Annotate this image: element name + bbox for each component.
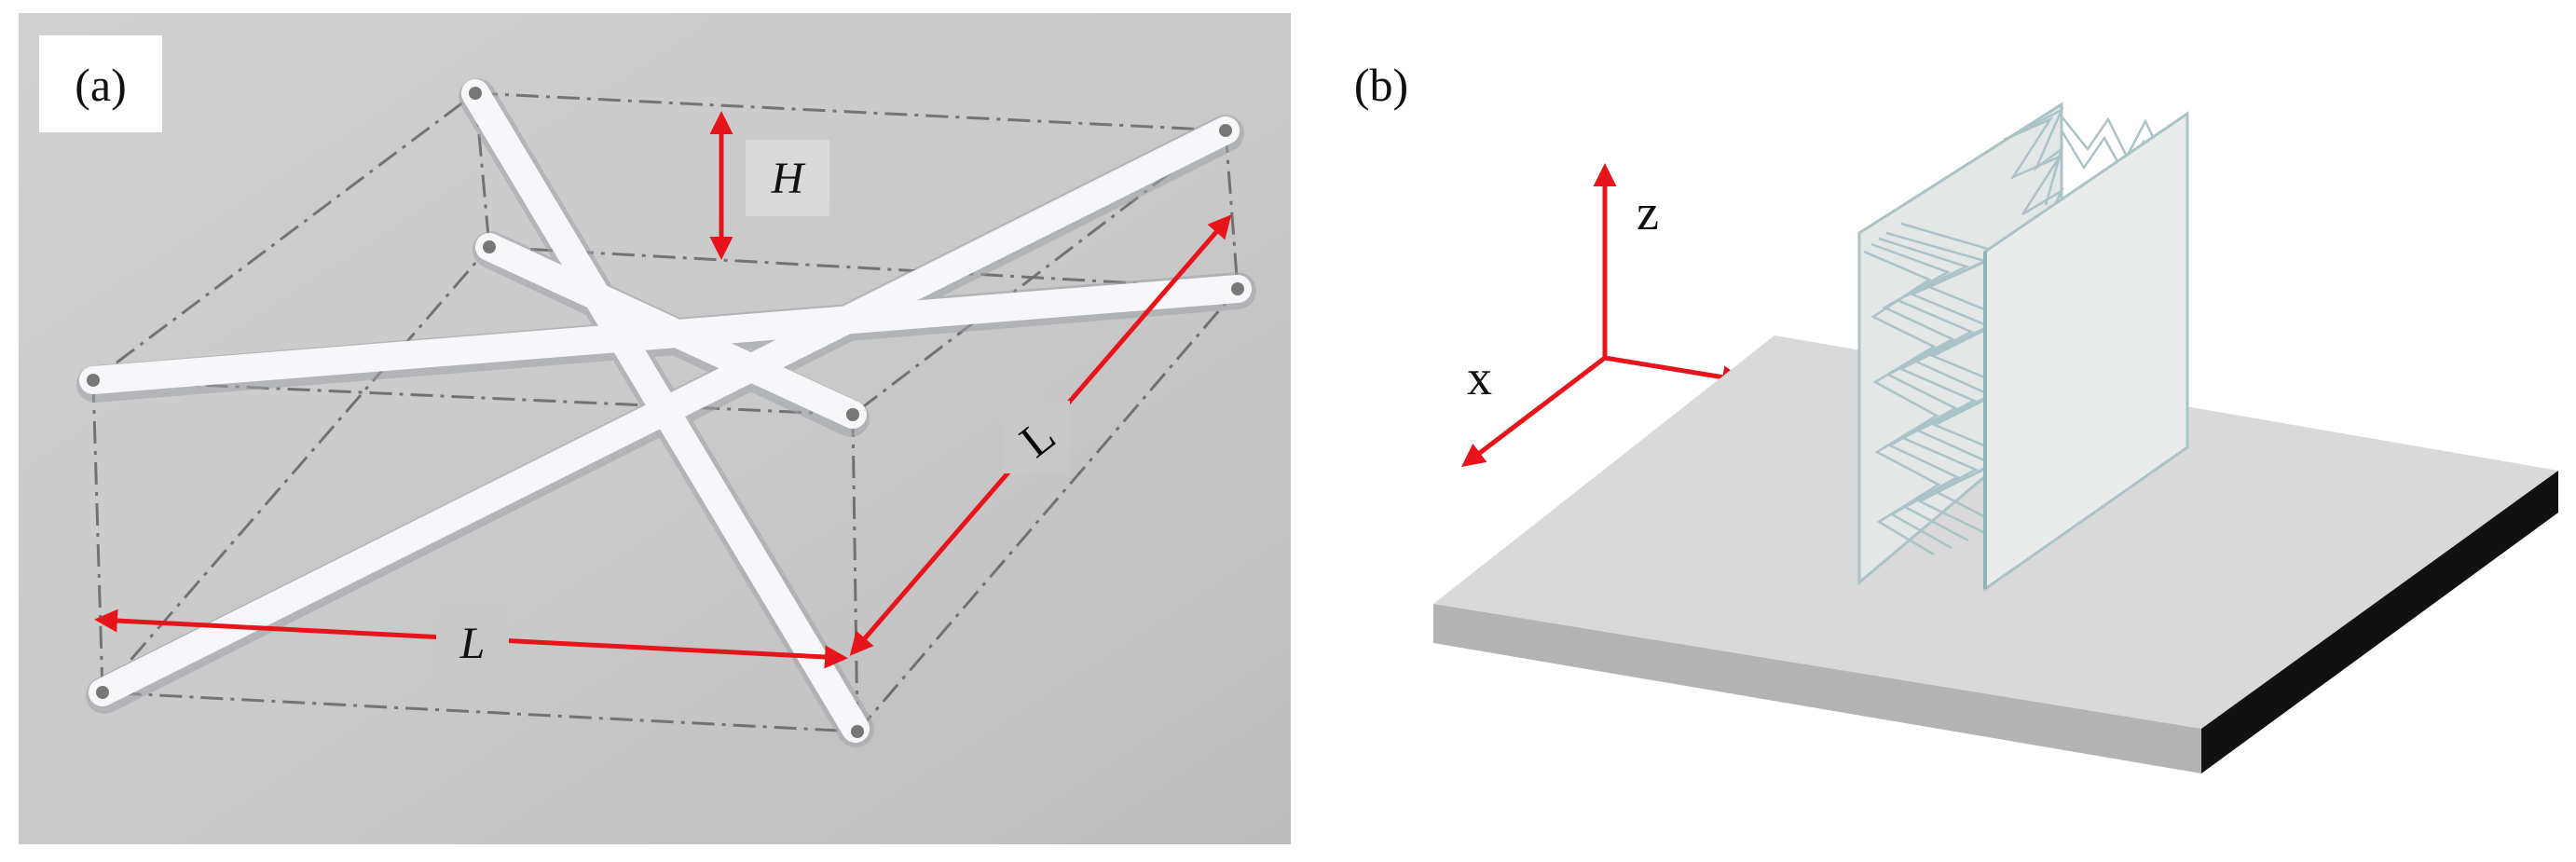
- panel-a-label-box: [39, 35, 162, 132]
- length-label-side-box: [1005, 401, 1070, 473]
- panel-a: (a): [19, 13, 1291, 844]
- z-axis-label: z: [1637, 185, 1659, 240]
- panel-b: (b) z x y: [1354, 59, 2558, 773]
- length-label-bottom-box: [436, 606, 509, 678]
- panel-b-label: (b): [1354, 59, 1408, 111]
- x-axis-label: x: [1467, 349, 1492, 405]
- printed-specimen: [1857, 102, 2189, 592]
- lattice-infill: [1863, 107, 2185, 556]
- coordinate-axes: [1461, 163, 1746, 468]
- build-plate-front: [1433, 604, 2201, 773]
- height-label-box: [746, 140, 829, 216]
- build-plate-side: [2201, 471, 2558, 773]
- length-label-bottom: L: [459, 619, 486, 668]
- strut-nodes: [87, 87, 1244, 738]
- x-axis-arrow: [1461, 356, 1607, 468]
- y-axis-arrow: [1604, 355, 1746, 390]
- panel-a-label: (a): [75, 59, 127, 111]
- height-label: H: [771, 154, 806, 203]
